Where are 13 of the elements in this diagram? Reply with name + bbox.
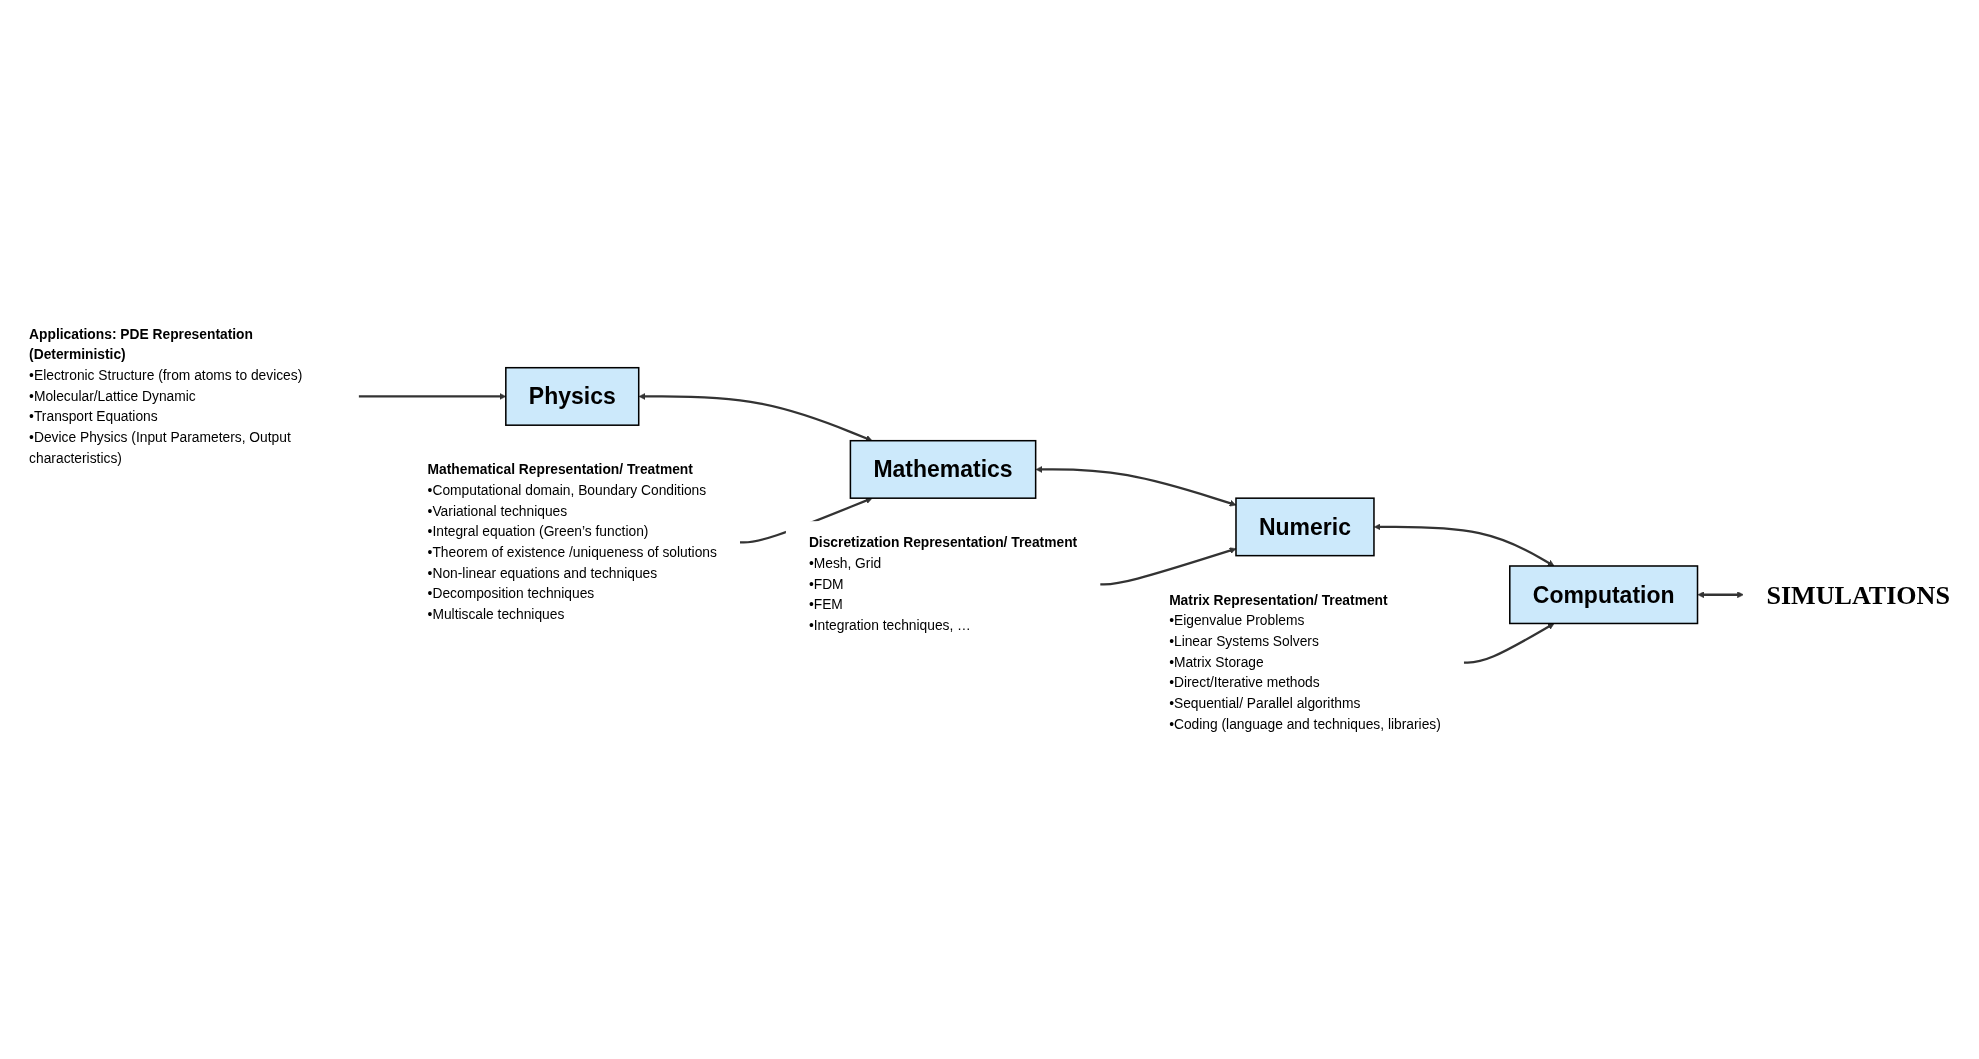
node-text: Mathematical Representation/ Treatment •Computational domain, Boundary Conditions •Variational techniques •Integral equation (Green’s function) •Theorem of existence /uniqueness of solutions •Non-linear equations and techniques •Decomposition techniques •Multiscale techniques xyxy=(427,461,717,623)
node-box: Mathematics xyxy=(849,439,1037,499)
node-text: Matrix Representation/ Treatment •Eigenvalue Problems •Linear Systems Solvers •Matrix Storage •Direct/Iterative methods •Sequential/ Parallel algorithms •Coding (language and techniques, libraries) xyxy=(1169,592,1441,732)
arrow xyxy=(1697,591,1744,599)
node-text: SIMULATIONS xyxy=(1766,580,1950,609)
arrow xyxy=(638,393,873,442)
arrow xyxy=(1373,523,1555,567)
arrow xyxy=(1463,623,1555,664)
node-box: Physics xyxy=(505,366,640,426)
node-box: Numeric xyxy=(1235,497,1375,557)
node-box: Computation xyxy=(1509,565,1699,625)
node-text: Discretization Representation/ Treatment •Mesh, Grid •FDM •FEM •Integration techniques, … xyxy=(808,534,1078,634)
node-text: Applications: PDE Representation (Deterministic) •Electronic Structure (from atoms to devices) •Molecular/Lattice Dynamic •Transport Equations •Device Physics (Input Parameters, Output characteristics) xyxy=(29,326,303,466)
